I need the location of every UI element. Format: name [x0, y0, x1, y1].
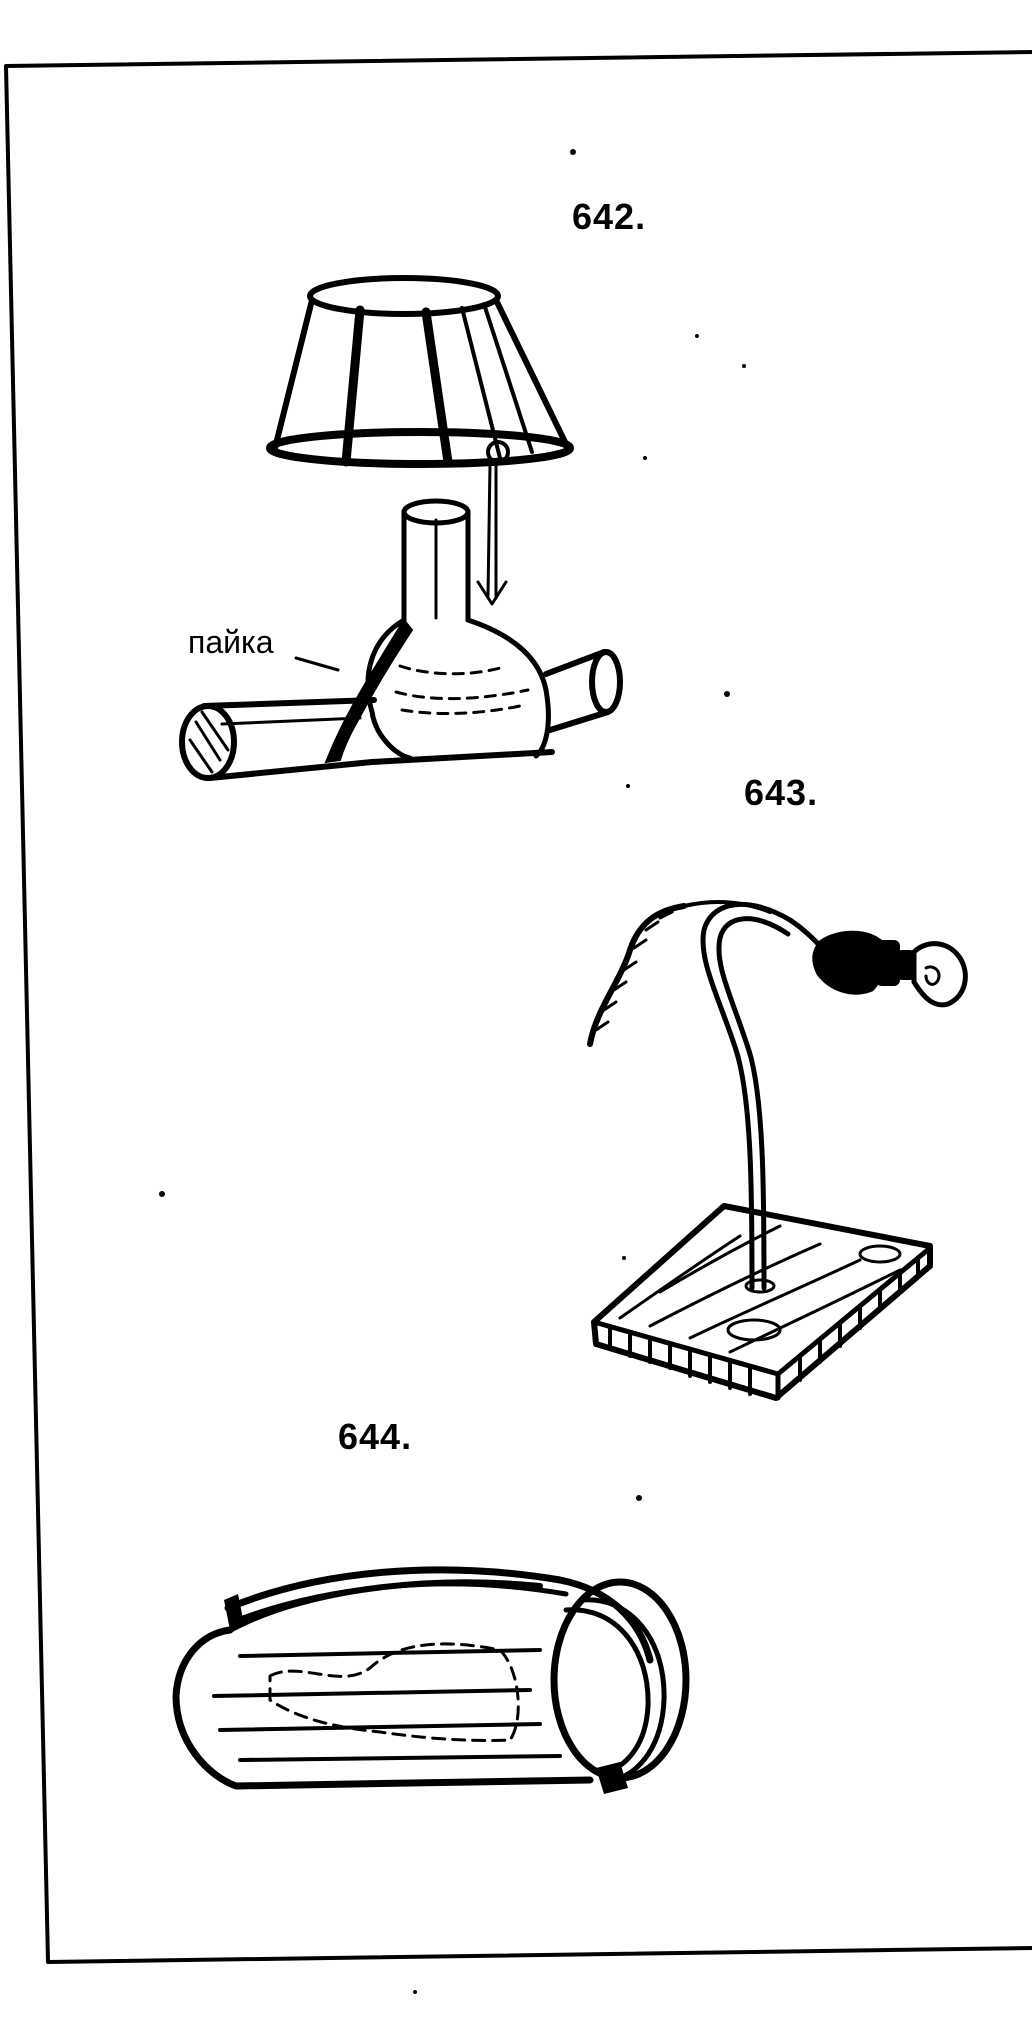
- paper-specks: [159, 149, 746, 1994]
- figure-642-drawing: [179, 275, 623, 781]
- wire-stem: [682, 900, 829, 1291]
- wire-wrap: [224, 1566, 654, 1794]
- horizontal-rod: [179, 649, 623, 781]
- tee-junction: [365, 617, 551, 761]
- page-frame: [4, 50, 1032, 1964]
- vertical-tube: [401, 498, 471, 623]
- lamp-bulb: [911, 941, 968, 1008]
- figure-644-drawing: [172, 1566, 690, 1794]
- log-body: [172, 1579, 594, 1790]
- figure-643-drawing: [587, 900, 968, 1401]
- callout-leader: [294, 656, 340, 672]
- wooden-base: [591, 1203, 933, 1401]
- figure-642-callout-label: пайка: [188, 624, 274, 660]
- twisted-cord: [587, 903, 687, 1047]
- figure-642-number: 642.: [572, 196, 647, 237]
- figure-643-number: 643.: [744, 772, 819, 813]
- lamp-shade: [266, 275, 574, 468]
- figure-644-number: 644.: [338, 1416, 413, 1457]
- lamp-socket: [812, 930, 914, 995]
- solder-joint: [324, 618, 414, 764]
- pin-arrow: [476, 460, 508, 606]
